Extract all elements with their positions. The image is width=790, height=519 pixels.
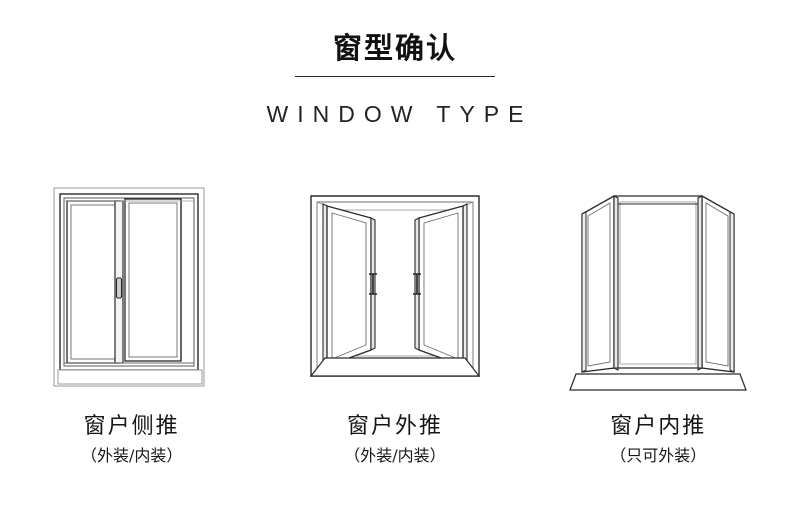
sliding-handle-icon bbox=[115, 277, 122, 299]
casement-handle-right-icon bbox=[412, 273, 421, 295]
caption-sliding-note: （外装/内装） bbox=[80, 445, 183, 465]
caption-outward-note: （外装/内装） bbox=[344, 445, 446, 465]
page-subtitle: WINDOW TYPE bbox=[266, 101, 533, 128]
title-divider bbox=[295, 76, 495, 78]
caption-inward: 窗户内推 （只可外装） bbox=[538, 412, 778, 468]
caption-inward-note: （只可外装） bbox=[610, 445, 707, 465]
window-option-inward[interactable] bbox=[538, 165, 778, 400]
page-header: 窗型确认 WINDOW TYPE bbox=[0, 0, 790, 128]
window-option-outward[interactable] bbox=[275, 165, 515, 400]
page-title: 窗型确认 bbox=[332, 31, 457, 65]
outward-opening-window-icon bbox=[309, 195, 481, 377]
window-option-sliding[interactable] bbox=[12, 165, 252, 400]
caption-outward-title: 窗户外推 bbox=[346, 414, 443, 439]
caption-inward-title: 窗户内推 bbox=[610, 414, 707, 439]
sliding-window-icon bbox=[53, 187, 205, 387]
caption-sliding-title: 窗户侧推 bbox=[83, 414, 180, 439]
inward-opening-window-icon bbox=[569, 194, 748, 391]
casement-handle-left-icon bbox=[368, 273, 377, 295]
caption-sliding: 窗户侧推 （外装/内装） bbox=[12, 412, 252, 468]
window-captions-row: 窗户侧推 （外装/内装） 窗户外推 （外装/内装） 窗户内推 （只可外装） bbox=[0, 412, 790, 468]
window-illustrations-row bbox=[0, 160, 790, 400]
caption-outward: 窗户外推 （外装/内装） bbox=[275, 412, 515, 468]
